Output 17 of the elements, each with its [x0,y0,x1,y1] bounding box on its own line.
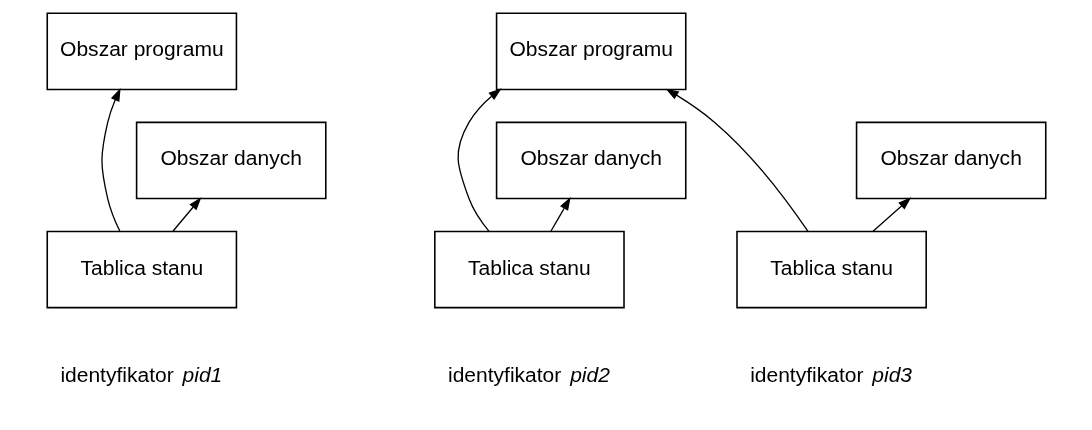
label: identyfikator pid2 [447,363,610,387]
node-box: Obszar programu [495,12,687,91]
arrow [549,197,571,232]
node-box: Tablica stanu [45,230,237,309]
arrow [171,197,201,232]
node-box: Obszar danych [855,121,1047,200]
label: identyfikator pid3 [749,363,912,387]
node-box: Obszar programu [45,12,237,91]
arrow [665,88,809,233]
arrow [100,88,121,232]
arrow [871,197,911,232]
label: identyfikator pid1 [59,363,222,387]
arrow [457,88,502,233]
node-box: Obszar danych [495,121,687,200]
node-box: Tablica stanu [433,230,625,309]
node-box: Tablica stanu [735,230,927,309]
node-box: Obszar danych [135,121,327,200]
